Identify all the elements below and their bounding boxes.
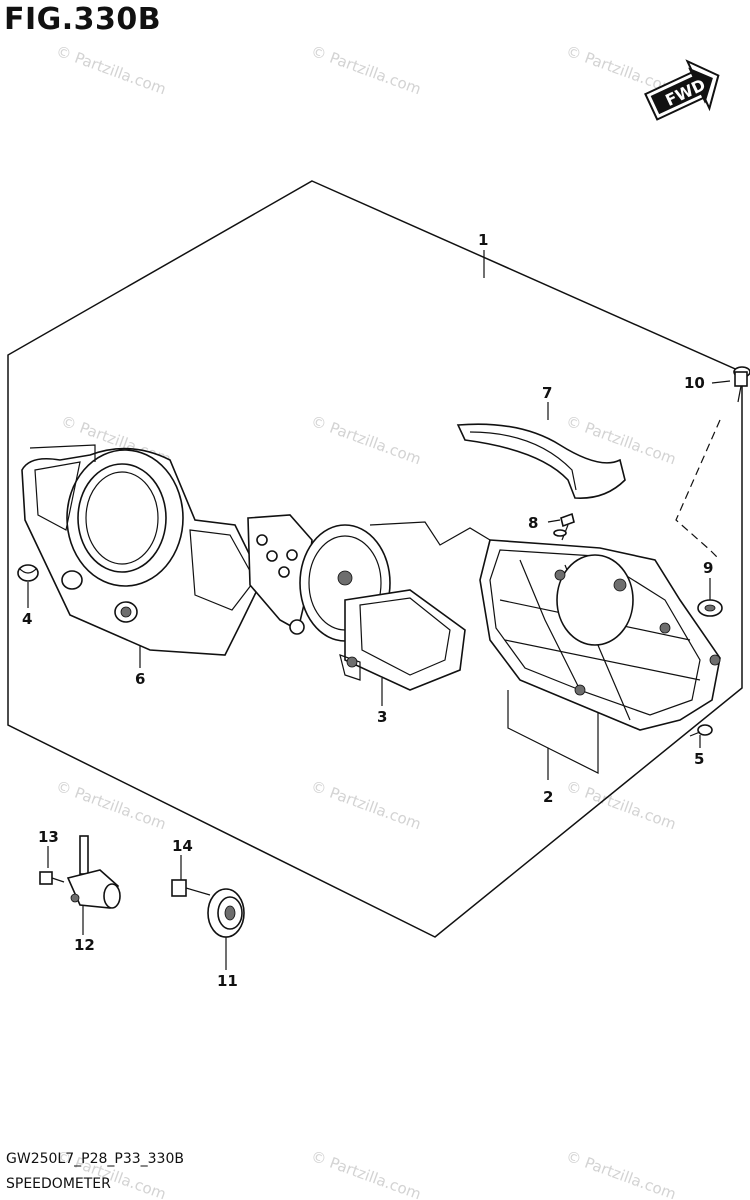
watermark: © Partzilla.com bbox=[54, 777, 169, 834]
callout-5: 5 bbox=[694, 750, 704, 768]
callout-6: 6 bbox=[135, 670, 145, 688]
watermark: © Partzilla.com bbox=[309, 777, 424, 834]
callout-14: 14 bbox=[172, 837, 193, 855]
callout-3: 3 bbox=[377, 708, 387, 726]
callout-labels: 1 2 3 4 5 6 7 8 9 10 11 12 13 14 bbox=[22, 231, 713, 990]
callout-11: 11 bbox=[217, 972, 238, 990]
callout-10: 10 bbox=[684, 374, 705, 392]
callout-13: 13 bbox=[38, 828, 59, 846]
sensor-rotor-part bbox=[207, 888, 245, 938]
watermark: © Partzilla.com bbox=[564, 1147, 679, 1200]
cap-part bbox=[17, 564, 39, 582]
bolt-part bbox=[39, 871, 65, 885]
visor-part bbox=[456, 423, 626, 499]
watermark: © Partzilla.com bbox=[54, 42, 169, 99]
callout-1: 1 bbox=[478, 231, 488, 249]
leader-lines bbox=[27, 250, 731, 970]
case-part bbox=[369, 521, 721, 731]
figure-code: GW250L7_P28_P33_330B bbox=[6, 1151, 184, 1167]
meter-unit-part bbox=[247, 514, 466, 691]
watermark: © Partzilla.com bbox=[309, 42, 424, 99]
watermark: © Partzilla.com bbox=[309, 1147, 424, 1200]
cover-part bbox=[21, 444, 263, 656]
speed-sensor-part bbox=[66, 835, 121, 909]
callout-9: 9 bbox=[703, 559, 713, 577]
bolt-part bbox=[733, 366, 750, 403]
watermark: © Partzilla.com bbox=[309, 412, 424, 469]
callout-12: 12 bbox=[74, 936, 95, 954]
callout-7: 7 bbox=[542, 384, 552, 402]
callout-8: 8 bbox=[528, 514, 538, 532]
bolt-part bbox=[171, 879, 211, 897]
grommet-part bbox=[697, 599, 723, 617]
callout-2: 2 bbox=[543, 788, 553, 806]
screw-part bbox=[689, 724, 713, 737]
figure-title: FIG.330B bbox=[4, 2, 162, 37]
callout-4: 4 bbox=[22, 610, 32, 628]
screw-part bbox=[553, 512, 575, 541]
fwd-arrow-icon: FWD bbox=[644, 59, 720, 121]
figure-name: SPEEDOMETER bbox=[6, 1176, 111, 1192]
